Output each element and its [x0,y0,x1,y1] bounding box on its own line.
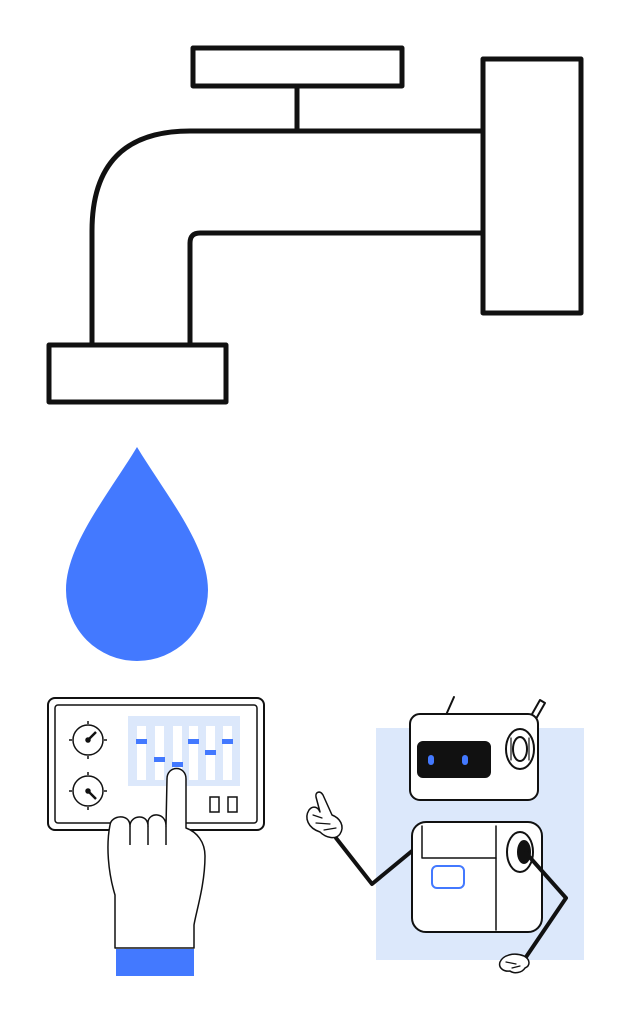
gauge-dial-top [69,721,107,759]
faucet-icon [46,45,584,405]
hand-icon [107,767,206,976]
control-panel-icon [47,697,265,831]
panel-button-right [227,796,238,813]
gauge-dial-bottom [69,772,107,810]
robot-chest-display [431,865,465,889]
robot-hand-left [306,791,343,839]
faucet-spout [89,128,486,348]
robot-icon [306,696,568,974]
robot-eye-right [462,755,468,765]
hand-palm [107,767,206,949]
robot-antenna-left [445,696,455,716]
water-drop-icon [66,447,208,661]
robot-hand-right [498,953,530,974]
robot-arm-left [334,836,414,886]
robot-eye-left [428,755,434,765]
hand-sleeve-cuff [116,949,194,976]
robot-arm-right [522,851,568,962]
robot-body-top-plate [421,825,497,859]
faucet-nozzle [46,342,229,405]
faucet-handle [190,45,405,89]
faucet-wall-plate [480,56,584,316]
panel-button-left [209,796,220,813]
robot-visor [417,741,491,778]
equalizer-sliders [136,739,233,767]
